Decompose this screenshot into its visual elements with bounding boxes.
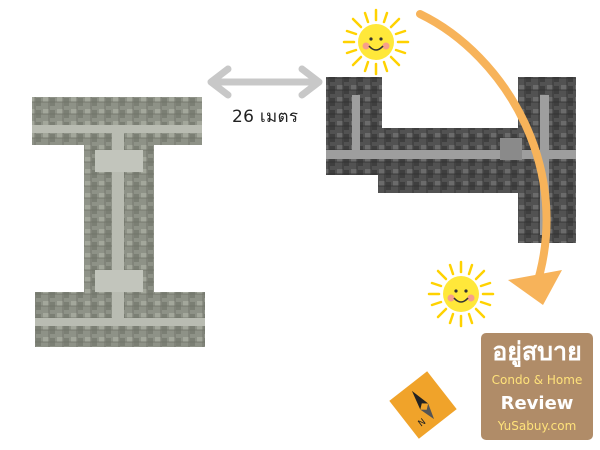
compass-north-label: N	[417, 417, 428, 429]
sun-icon	[427, 260, 495, 328]
logo-subtitle: Condo & Home	[491, 373, 583, 387]
building-left-floorplan	[32, 97, 205, 347]
logo-url: YuSabuy.com	[497, 419, 577, 433]
building-right-floorplan	[326, 77, 576, 243]
logo-title: อยู่สบาย	[492, 337, 582, 366]
yusabuy-logo: อยู่สบาย Condo & Home Review YuSabuy.com	[481, 333, 593, 440]
sun-path-arrow	[416, 10, 562, 305]
sun-icon	[342, 8, 410, 76]
compass-icon: N	[389, 371, 457, 439]
distance-label: 26 เมตร	[232, 107, 299, 127]
double-arrow-icon	[207, 65, 323, 99]
logo-review: Review	[500, 393, 574, 414]
